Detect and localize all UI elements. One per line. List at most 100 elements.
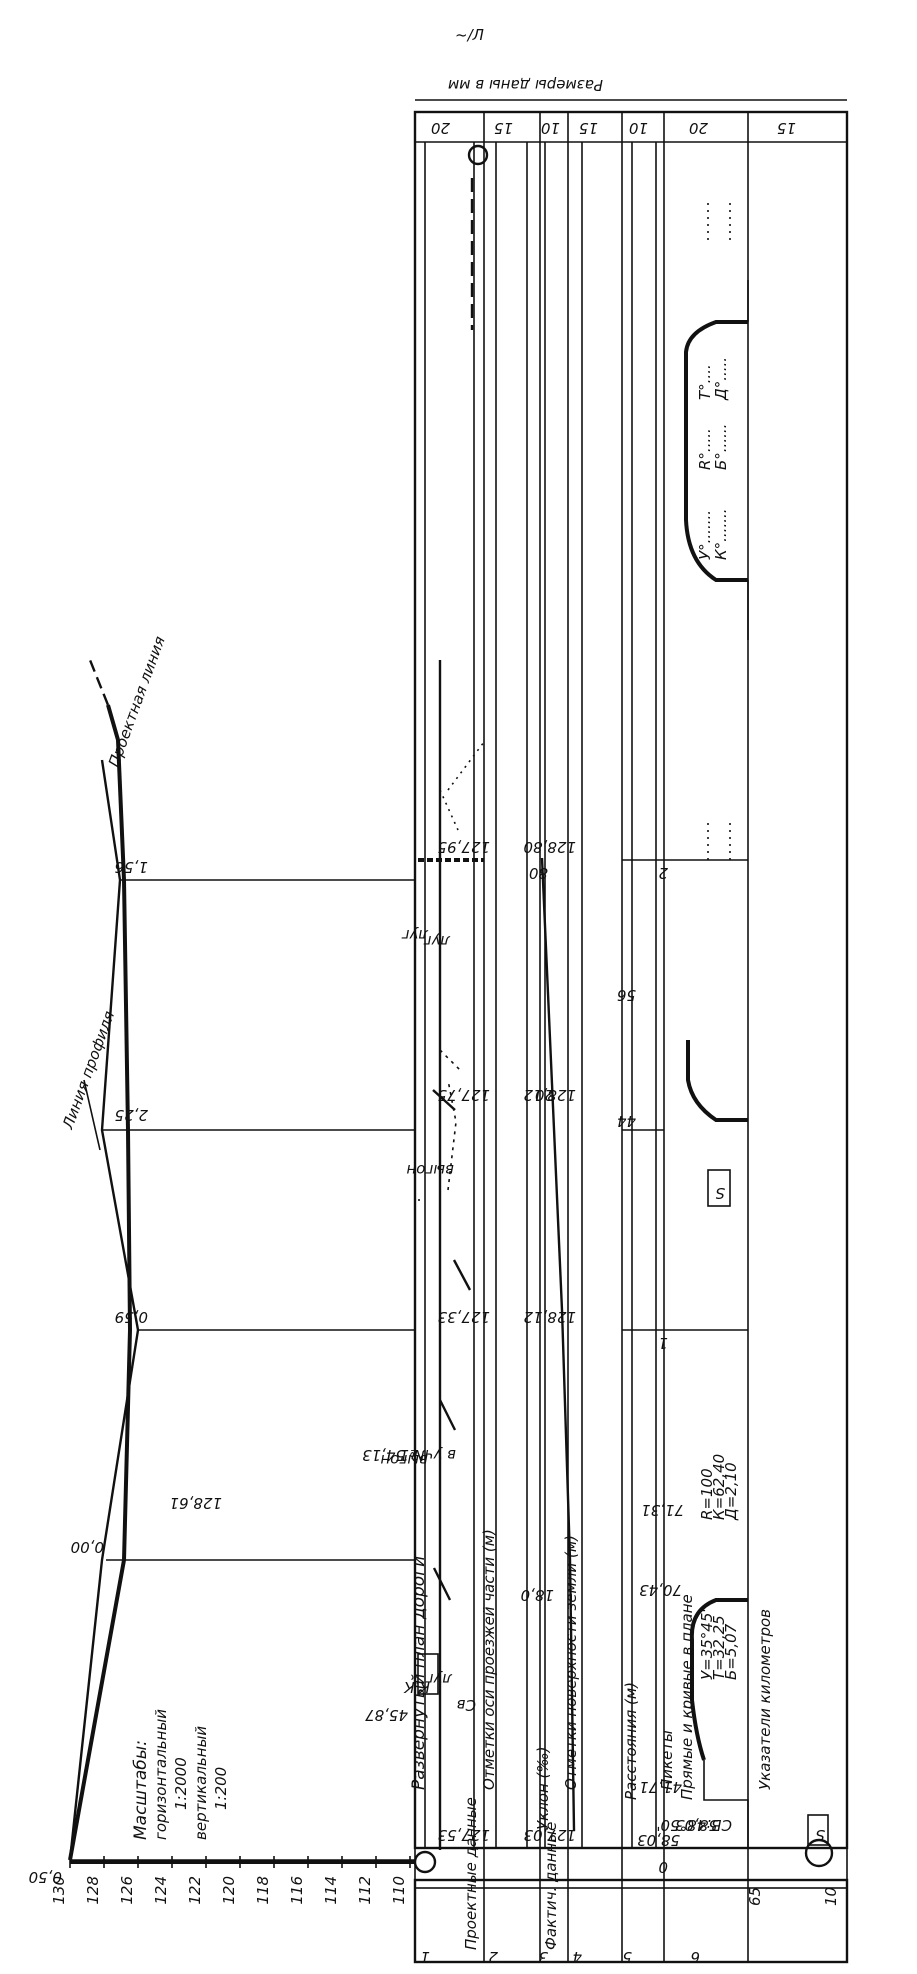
dim-row1: 20 [431,119,450,137]
km-mark: S [815,1826,825,1844]
distance-56: 56 [617,986,636,1004]
curve2-u: У°....... [696,510,714,560]
plan-kv: Св [457,1696,476,1714]
elevation-tick-label: 112 [356,1876,374,1905]
elevation-axis-labels: 130 128 126 124 122 120 118 116 114 112 110 [50,1876,408,1905]
distance-44: 44 [617,1112,636,1130]
curve2-b: Б°...... [712,424,730,470]
curve1-s2: 58,03 [675,1816,718,1834]
axis-mark-2: 127,75 [438,1086,491,1104]
curve1-t: Т=32,25 [710,1615,728,1680]
elevation-tick-label: 126 [118,1876,136,1905]
curve2-r: R°..... [696,428,714,470]
axis-mark-3: 127,95 [438,838,491,856]
plan-vyemka2: выгон [406,1161,454,1179]
row3-header: Уклон (‰) [534,1747,552,1831]
curve1-u: У=35°45' [698,1608,716,1680]
row-num-1: 1 [420,1948,430,1966]
dim-row3: 10 [541,119,560,137]
profile-line-label: Линия профиля [59,1009,119,1133]
ground-mark-0: 127,03 [524,1826,577,1844]
plan-row [413,144,489,1874]
curve1-d: Д=2,10 [722,1462,740,1521]
scale-title: Масштабы: [131,1740,151,1840]
header-table [413,1847,849,1964]
row6-header-b: Прямые и кривые в плане [678,1594,696,1800]
row6-header-a: Пикеты [658,1730,676,1790]
row1-header: Развернутый план дороги [409,1556,429,1790]
km-mark2: S [715,1184,725,1202]
curve2-t: Т°.... [696,364,714,400]
row-num-3: 3 [538,1948,548,1966]
plan-lug2: луг [424,932,451,950]
plan-lug3: луг [426,1670,453,1688]
dim-row2: 15 [494,119,513,137]
curve2-d: Д°..... [712,357,730,401]
picket-1: 1 [658,1334,668,1352]
row-num-2: 2 [488,1948,498,1966]
curve1-r: R=100 [698,1468,716,1520]
curve1-a1: 41,71 [639,1778,682,1796]
mark-3: 2,25 [115,1106,148,1124]
row5-header: Расстояния (м) [622,1682,640,1800]
profile-graph [68,659,415,1861]
row-num-4: 4 [572,1948,582,1966]
curve1-s1: 58,03 [637,1831,680,1849]
dim-row4: 15 [579,119,598,137]
scale-vertical: вертикальный [192,1726,210,1840]
plan-n2: 54,13 [362,1446,405,1464]
scale-vertical-value: 1:200 [212,1767,230,1810]
mark-1: 0,00 [71,1538,104,1556]
ground-mark-2: 128,12 [524,1086,577,1104]
picket-2: 2 [658,864,668,882]
dim-65: 65 [746,1887,764,1906]
profile-distance: 128,61 [170,1494,223,1512]
row7-header: Указатели километров [756,1609,774,1790]
mark-4: 1,56 [115,858,148,876]
plan-n1: 45,87 [365,1706,408,1724]
elevation-tick-label: 130 [50,1876,68,1905]
data-table-frame [413,99,849,1850]
curve2-k: К°....... [712,508,730,560]
elevation-tick-label: 114 [322,1876,340,1905]
curve1-cb: СВ:48°50' [656,1816,732,1834]
dim-10: 10 [822,1887,840,1906]
row2-header: Отметки оси проезжей части (м) [480,1529,498,1790]
slope-b: 20 [535,1086,554,1104]
curve1-a2: 70,43 [639,1581,682,1599]
elevation-axis [69,1856,415,1868]
ground-mark-3: 128,80 [524,838,577,856]
mark-0: 0,50 [29,1868,62,1886]
slope-a: 18,0 [521,1586,554,1604]
elevation-tick-label: 128 [84,1876,102,1905]
curve-row [664,280,749,1848]
mark-2: 0,59 [115,1308,148,1326]
elevation-tick-label: 120 [220,1876,238,1905]
ground-mark-1: 128,12 [524,1308,577,1326]
plan-lug1: луг [402,926,429,944]
design-line-label: Проектная линия [105,634,169,770]
scale-horizontal: горизонтальный [152,1709,170,1840]
curve1-a3: 71,31 [641,1501,684,1519]
row4-header: Отметки поверхности земли (м) [562,1535,580,1790]
elevation-tick-label: 124 [152,1876,170,1905]
plan-kk: К.К [403,1678,430,1696]
dim-row5: 10 [629,119,648,137]
row-num-5: 5 [622,1948,632,1966]
axis-mark-0: 127,53 [438,1826,491,1844]
elevation-tick-label: 118 [254,1876,272,1905]
curve1-b: Б=5,07 [722,1623,740,1680]
curve1-k: К=62,40 [710,1454,728,1520]
scale-horizontal-value: 1:2000 [172,1757,190,1810]
elevation-tick-label: 110 [390,1876,408,1905]
plan-vuch: в уч№1 [400,1446,457,1464]
axis-mark-1: 127,33 [438,1308,491,1326]
row-num-6: 6 [690,1948,700,1966]
slope-c: 80 [529,864,548,882]
plan-vyemka1: выгон [380,1451,428,1469]
group-actual: Фактич. данные [542,1822,560,1950]
elevation-tick-label: 122 [186,1876,204,1905]
elevation-tick-label: 116 [288,1876,306,1905]
